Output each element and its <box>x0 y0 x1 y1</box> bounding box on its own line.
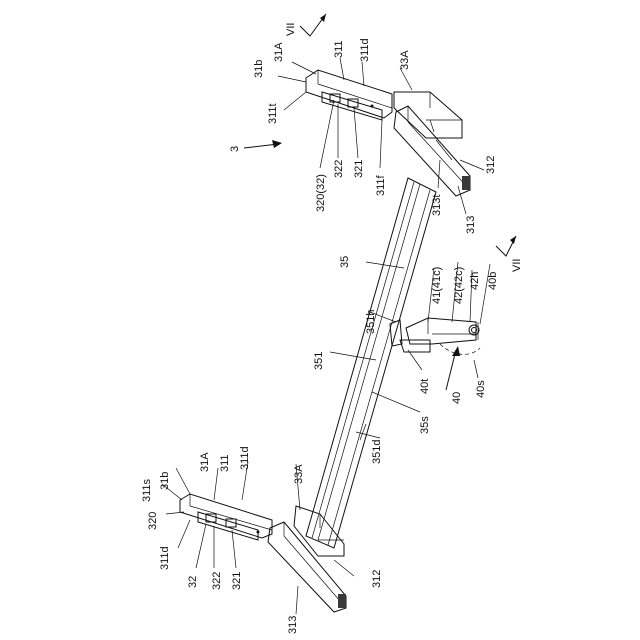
label-40t: 40t <box>419 379 431 394</box>
label-vii-right: VII <box>511 259 523 272</box>
label-31A-top: 31A <box>273 42 285 62</box>
label-351h: 351h <box>365 310 377 334</box>
label-321-top: 321 <box>353 160 365 178</box>
center-post-40 <box>390 318 480 354</box>
label-311f: 311f <box>375 174 387 196</box>
beam-35 <box>306 178 436 548</box>
label-41: 41(41c) <box>431 267 443 304</box>
label-313t: 313t <box>431 195 443 216</box>
label-35: 35 <box>339 256 351 268</box>
label-31A-bot: 31A <box>199 452 211 472</box>
label-35s: 35s <box>419 416 431 434</box>
label-3: 3 <box>229 146 241 152</box>
reference-labels: VII VII 3 31b 31A 311 311d 33A 311t 320(… <box>141 23 523 634</box>
label-322-top: 322 <box>333 160 345 178</box>
bottom-arm-311 <box>180 494 272 540</box>
label-42h: 42h <box>469 272 481 290</box>
label-32: 32 <box>187 576 199 588</box>
label-320-32: 320(32) <box>315 174 327 212</box>
label-313-bot: 313 <box>287 616 299 634</box>
label-311t: 311t <box>267 103 279 124</box>
ref-3-arrow <box>244 140 282 148</box>
label-351d: 351d <box>371 440 383 464</box>
top-arm-311 <box>306 70 392 120</box>
top-support-assembly <box>394 92 470 196</box>
leader-lines <box>162 58 490 614</box>
label-33A-top: 33A <box>399 50 411 70</box>
label-vii-top: VII <box>285 23 297 36</box>
label-322-bot: 322 <box>211 572 223 590</box>
label-311d-top: 311d <box>359 38 371 62</box>
label-40s: 40s <box>475 380 487 398</box>
label-33A-bot: 33A <box>293 464 305 484</box>
label-31b-top: 31b <box>253 60 265 78</box>
label-40: 40 <box>451 392 463 404</box>
label-311d-left: 311d <box>159 546 171 570</box>
label-351: 351 <box>313 352 325 370</box>
label-40b: 40b <box>487 272 499 290</box>
label-311-bot: 311 <box>219 454 231 472</box>
label-42: 42(42c) <box>453 267 465 304</box>
label-311d-bot: 311d <box>239 446 251 470</box>
label-320: 320 <box>147 512 159 530</box>
label-321-bot: 321 <box>231 572 243 590</box>
label-311s: 311s <box>141 478 153 502</box>
label-31b-bot: 31b <box>159 472 171 490</box>
label-312-bot: 312 <box>371 570 383 588</box>
label-311-top: 311 <box>333 40 345 58</box>
label-312-top: 312 <box>485 156 497 174</box>
label-313-top: 313 <box>465 216 477 234</box>
